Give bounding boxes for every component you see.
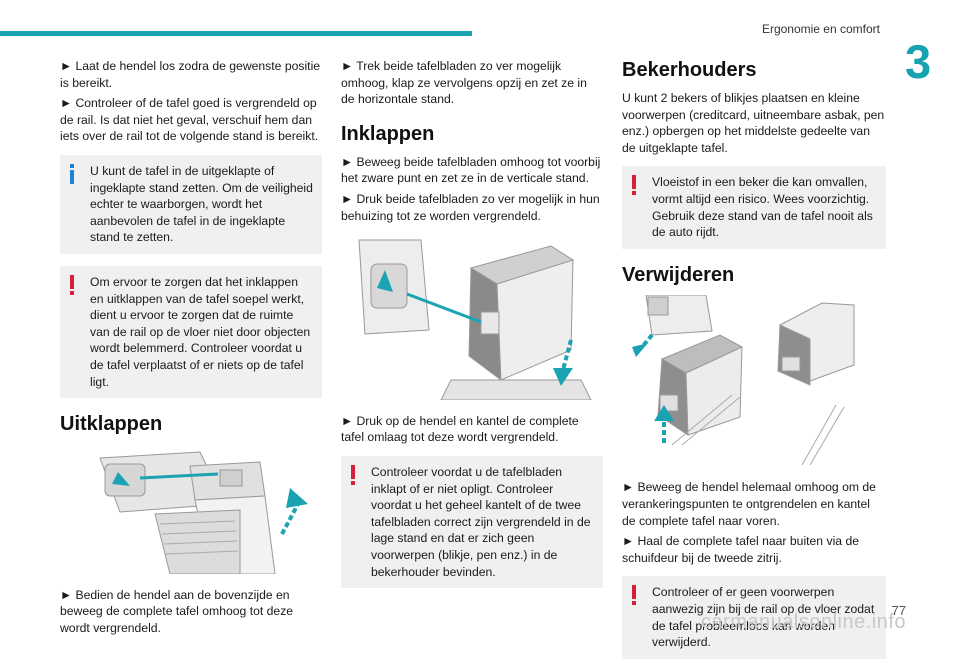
- info-text: U kunt de tafel in de uitgeklapte of ing…: [90, 163, 313, 245]
- warning-text: Controleer of er geen voorwerpen aanwezi…: [652, 585, 875, 650]
- info-icon: [70, 163, 74, 186]
- warning-icon: [632, 175, 636, 196]
- paragraph: ► Laat de hendel los zodra de gewenste p…: [60, 59, 321, 90]
- warning-box: Om ervoor te zorgen dat het inklappen en…: [60, 265, 322, 399]
- paragraph: ► Trek beide tafelbladen zo ver mogelijk…: [341, 59, 587, 107]
- paragraph: ► Druk op de hendel en kantel de complet…: [341, 413, 579, 445]
- paragraph: U kunt 2 bekers of blikjes plaatsen en k…: [622, 91, 885, 155]
- paragraph: ► Druk beide tafelbladen zo ver mogelijk…: [341, 191, 600, 223]
- column-middle: ► Trek beide tafelbladen zo ver mogelijk…: [341, 58, 603, 600]
- warning-icon: [70, 274, 74, 295]
- heading-bekerhouders: Bekerhouders: [622, 59, 757, 81]
- table-fold-illustration: [341, 230, 603, 401]
- column-right: Bekerhouders U kunt 2 bekers of blikjes …: [622, 58, 886, 671]
- heading-verwijderen: Verwijderen: [622, 263, 735, 286]
- warning-text: Om ervoor te zorgen dat het inklappen en…: [90, 274, 311, 389]
- illustration-verwijderen: [622, 294, 886, 472]
- watermark: carmanualsonline.info: [700, 611, 906, 633]
- warning-text: Controleer voordat u de tafelbladen inkl…: [371, 464, 591, 579]
- heading-uitklappen: Uitklappen: [60, 413, 163, 436]
- paragraph: ► Bedien de hendel aan de bovenzijde en …: [60, 587, 294, 635]
- illustration-inklappen: [341, 230, 603, 405]
- paragraph: ► Beweeg beide tafelbladen omhoog tot vo…: [341, 154, 601, 186]
- paragraph: ► Controleer of de tafel goed is vergren…: [60, 96, 319, 144]
- heading-inklappen: Inklappen: [341, 122, 435, 145]
- page-number: 77: [891, 603, 906, 618]
- info-box: U kunt de tafel in de uitgeklapte of ing…: [60, 154, 322, 254]
- column-left: ► Laat de hendel los zodra de gewenste p…: [60, 58, 322, 640]
- section-title: Ergonomie en comfort: [761, 22, 880, 36]
- warning-text: Vloeistof in een beker die kan omvallen,…: [652, 175, 873, 240]
- warning-box: Controleer voordat u de tafelbladen inkl…: [341, 455, 603, 589]
- chapter-number: 3: [905, 35, 932, 88]
- table-unfold-illustration: [60, 444, 322, 575]
- paragraph: ► Beweeg de hendel helemaal omhoog om de…: [622, 480, 876, 528]
- header-accent-bar: [0, 31, 472, 36]
- warning-box: Vloeistof in een beker die kan omvallen,…: [622, 166, 886, 249]
- warning-icon: [351, 464, 355, 485]
- paragraph: ► Haal de complete tafel naar buiten via…: [622, 534, 859, 565]
- illustration-uitklappen: [60, 444, 322, 579]
- warning-icon: [632, 585, 636, 606]
- table-remove-illustration: [622, 294, 862, 467]
